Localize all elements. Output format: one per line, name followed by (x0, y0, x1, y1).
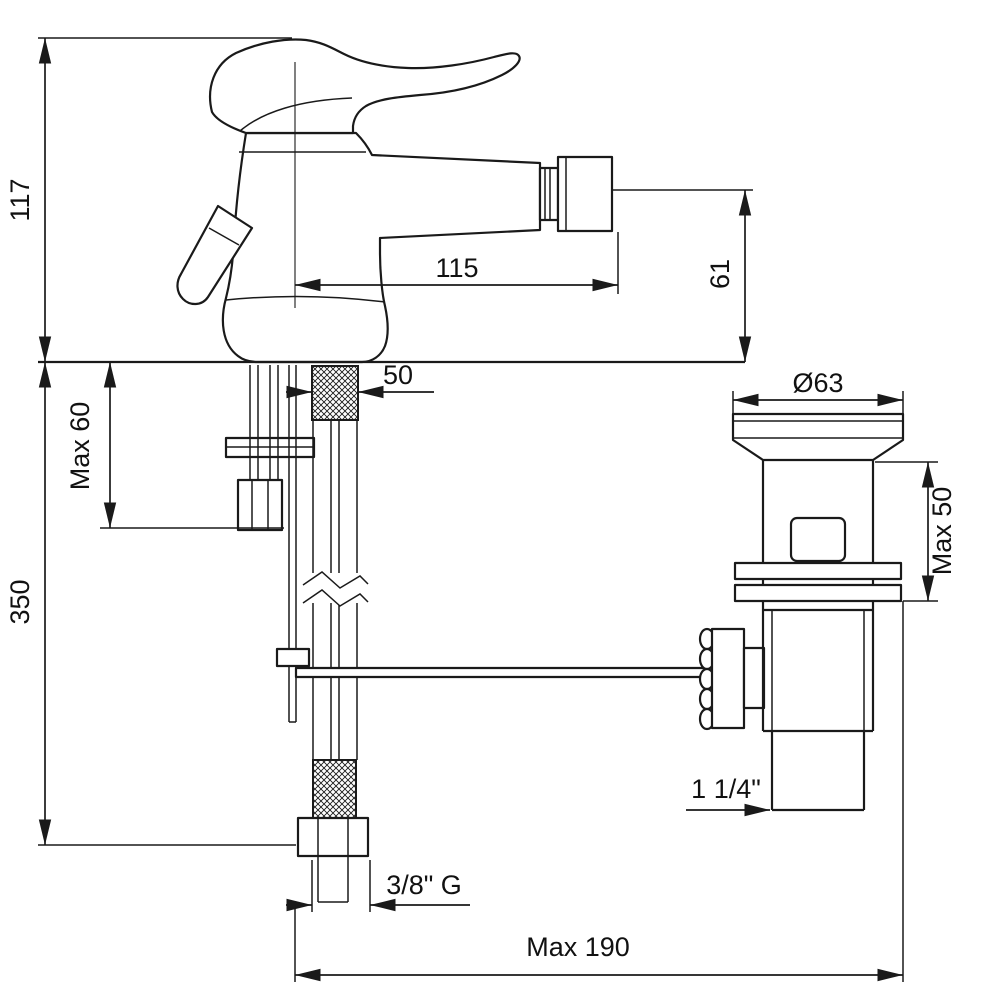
waste-body-inner-walls (771, 610, 865, 731)
waste-body-lower (761, 579, 875, 733)
threaded-shank (311, 365, 359, 421)
dim-label-max190: Max 190 (526, 932, 630, 962)
hose-break-symbol (302, 571, 369, 607)
dimension-lines (38, 38, 935, 982)
dim-label-max50: Max 50 (927, 487, 957, 576)
mounting-studs (249, 365, 279, 480)
faucet (176, 38, 614, 364)
hose-nut (296, 816, 370, 858)
dim-label-50: 50 (383, 360, 413, 390)
waste-tailpiece (770, 731, 866, 812)
dim-label-38g: 3/8" G (386, 870, 462, 900)
aerator-body (556, 155, 614, 233)
hose-threaded-end (312, 759, 357, 819)
rod-clamp (275, 647, 311, 668)
dim-label-115: 115 (435, 253, 478, 283)
body-joint-lines (225, 151, 386, 303)
waste-overflow-hole (789, 516, 847, 563)
waste-body-upper (761, 460, 875, 563)
knurled-nut (698, 627, 766, 731)
faucet-body (221, 131, 542, 364)
waste-gasket-ring-1 (733, 561, 903, 581)
waste-flange-lines (733, 420, 903, 439)
under-deck-assembly (224, 365, 370, 903)
hose-nut-facets (317, 818, 349, 856)
waste-gasket-ring-2 (733, 583, 903, 603)
locking-nut (236, 478, 284, 532)
supply-hoses (312, 420, 358, 760)
dim-label-114: 1 1/4" (691, 774, 761, 804)
locking-nut-facets (251, 480, 269, 530)
faucet-handle (208, 38, 521, 135)
hose-break-mask (303, 572, 368, 606)
lever-handle (176, 204, 254, 306)
knurled-nut-connector (742, 646, 766, 710)
hose-outlet-pipe (317, 856, 349, 903)
pop-up-horizontal-rod (294, 666, 710, 679)
dim-label-d63: Ø63 (792, 368, 843, 398)
dim-label-max60: Max 60 (65, 402, 95, 491)
aerator-connector (538, 166, 560, 222)
lever-joint-line (208, 227, 240, 246)
handle-seam-line (239, 97, 353, 132)
dimension-labels: 117 350 Max 60 115 61 50 Ø63 Max 50 1 1/… (5, 178, 957, 962)
dim-label-350: 350 (5, 579, 35, 624)
dim-label-61: 61 (705, 259, 735, 289)
pop-up-waste (294, 412, 905, 812)
dim-label-117: 117 (5, 178, 35, 221)
knurled-nut-body (710, 627, 746, 730)
aerator-connector-threads (544, 168, 551, 220)
